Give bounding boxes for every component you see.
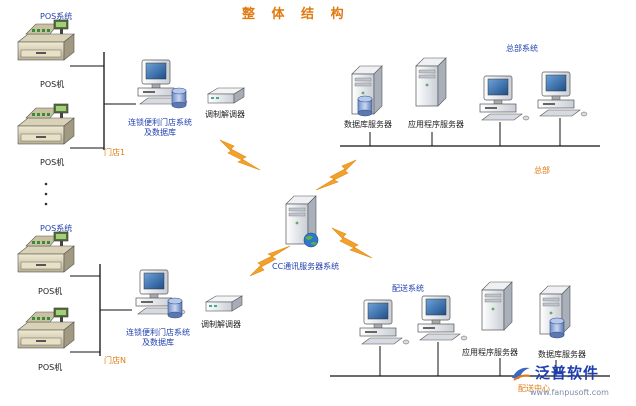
modem-label: 调制解调器 <box>201 320 241 329</box>
lightning-icon <box>219 139 261 171</box>
store-system-line-1: 连锁便利门店系统 <box>126 328 190 337</box>
dc-group <box>330 281 610 377</box>
dc-computer-icon <box>417 295 468 341</box>
modem-icon <box>205 295 243 312</box>
brand-name: 泛普软件 <box>535 364 600 382</box>
store-system-line-1: 连锁便利门店系统 <box>128 118 192 127</box>
hq-computer-icon <box>537 71 588 117</box>
lightning-icon <box>331 227 373 259</box>
db-server-label: 数据库服务器 <box>344 120 392 129</box>
database-icon <box>357 95 373 117</box>
app-server-label: 应用程序服务器 <box>408 120 464 129</box>
app-server-label: 应用程序服务器 <box>462 348 518 357</box>
lightning-icon <box>315 159 357 191</box>
pos-system-label: POS系统 <box>40 12 73 21</box>
store-system-label: 连锁便利门店系统 及数据库 <box>122 118 198 138</box>
brand-url: www.fanpusoft.com <box>530 388 609 397</box>
ellipsis-dots <box>44 182 48 206</box>
store-1-group <box>17 19 245 150</box>
hq-group <box>340 57 600 147</box>
dc-computer-icon <box>359 299 410 345</box>
globe-icon <box>303 232 319 248</box>
pos-terminal-label: POS机 <box>38 363 63 372</box>
database-icon <box>167 297 183 319</box>
store-system-label: 连锁便利门店系统 及数据库 <box>120 328 196 348</box>
pos-system-label: POS系统 <box>40 224 73 233</box>
pos-terminal-label: POS机 <box>40 80 65 89</box>
hq-system-label: 总部系统 <box>506 44 538 53</box>
pos-terminal-icon <box>17 19 75 61</box>
database-icon <box>171 87 187 109</box>
dc-site-label: 配送中心 <box>518 384 550 393</box>
diagram-title: 整 体 结 构 <box>242 7 350 22</box>
hq-computer-icon <box>479 75 530 121</box>
modem-icon <box>207 87 245 104</box>
pos-terminal-icon <box>17 103 75 145</box>
pos-terminal-label: POS机 <box>38 287 63 296</box>
store-system-line-2: 及数据库 <box>144 128 176 137</box>
store-label: 门店1 <box>104 148 126 157</box>
store-label: 门店N <box>104 356 126 365</box>
modem-label: 调制解调器 <box>205 110 245 119</box>
communication-server-label: CC通讯服务器系统 <box>272 262 340 271</box>
brand-logo-icon <box>512 367 531 381</box>
pos-terminal-icon <box>17 231 75 273</box>
application-server-icon <box>415 57 447 107</box>
store-system-line-2: 及数据库 <box>142 338 174 347</box>
dc-system-label: 配送系统 <box>392 284 424 293</box>
db-server-label: 数据库服务器 <box>538 350 586 359</box>
store-n-group <box>17 231 243 356</box>
hq-site-label: 总部 <box>534 166 550 175</box>
brand-watermark: 泛普软件 <box>510 362 599 383</box>
database-icon <box>549 317 565 339</box>
application-server-icon <box>481 281 513 331</box>
pos-terminal-label: POS机 <box>40 158 65 167</box>
pos-terminal-icon <box>17 307 75 349</box>
